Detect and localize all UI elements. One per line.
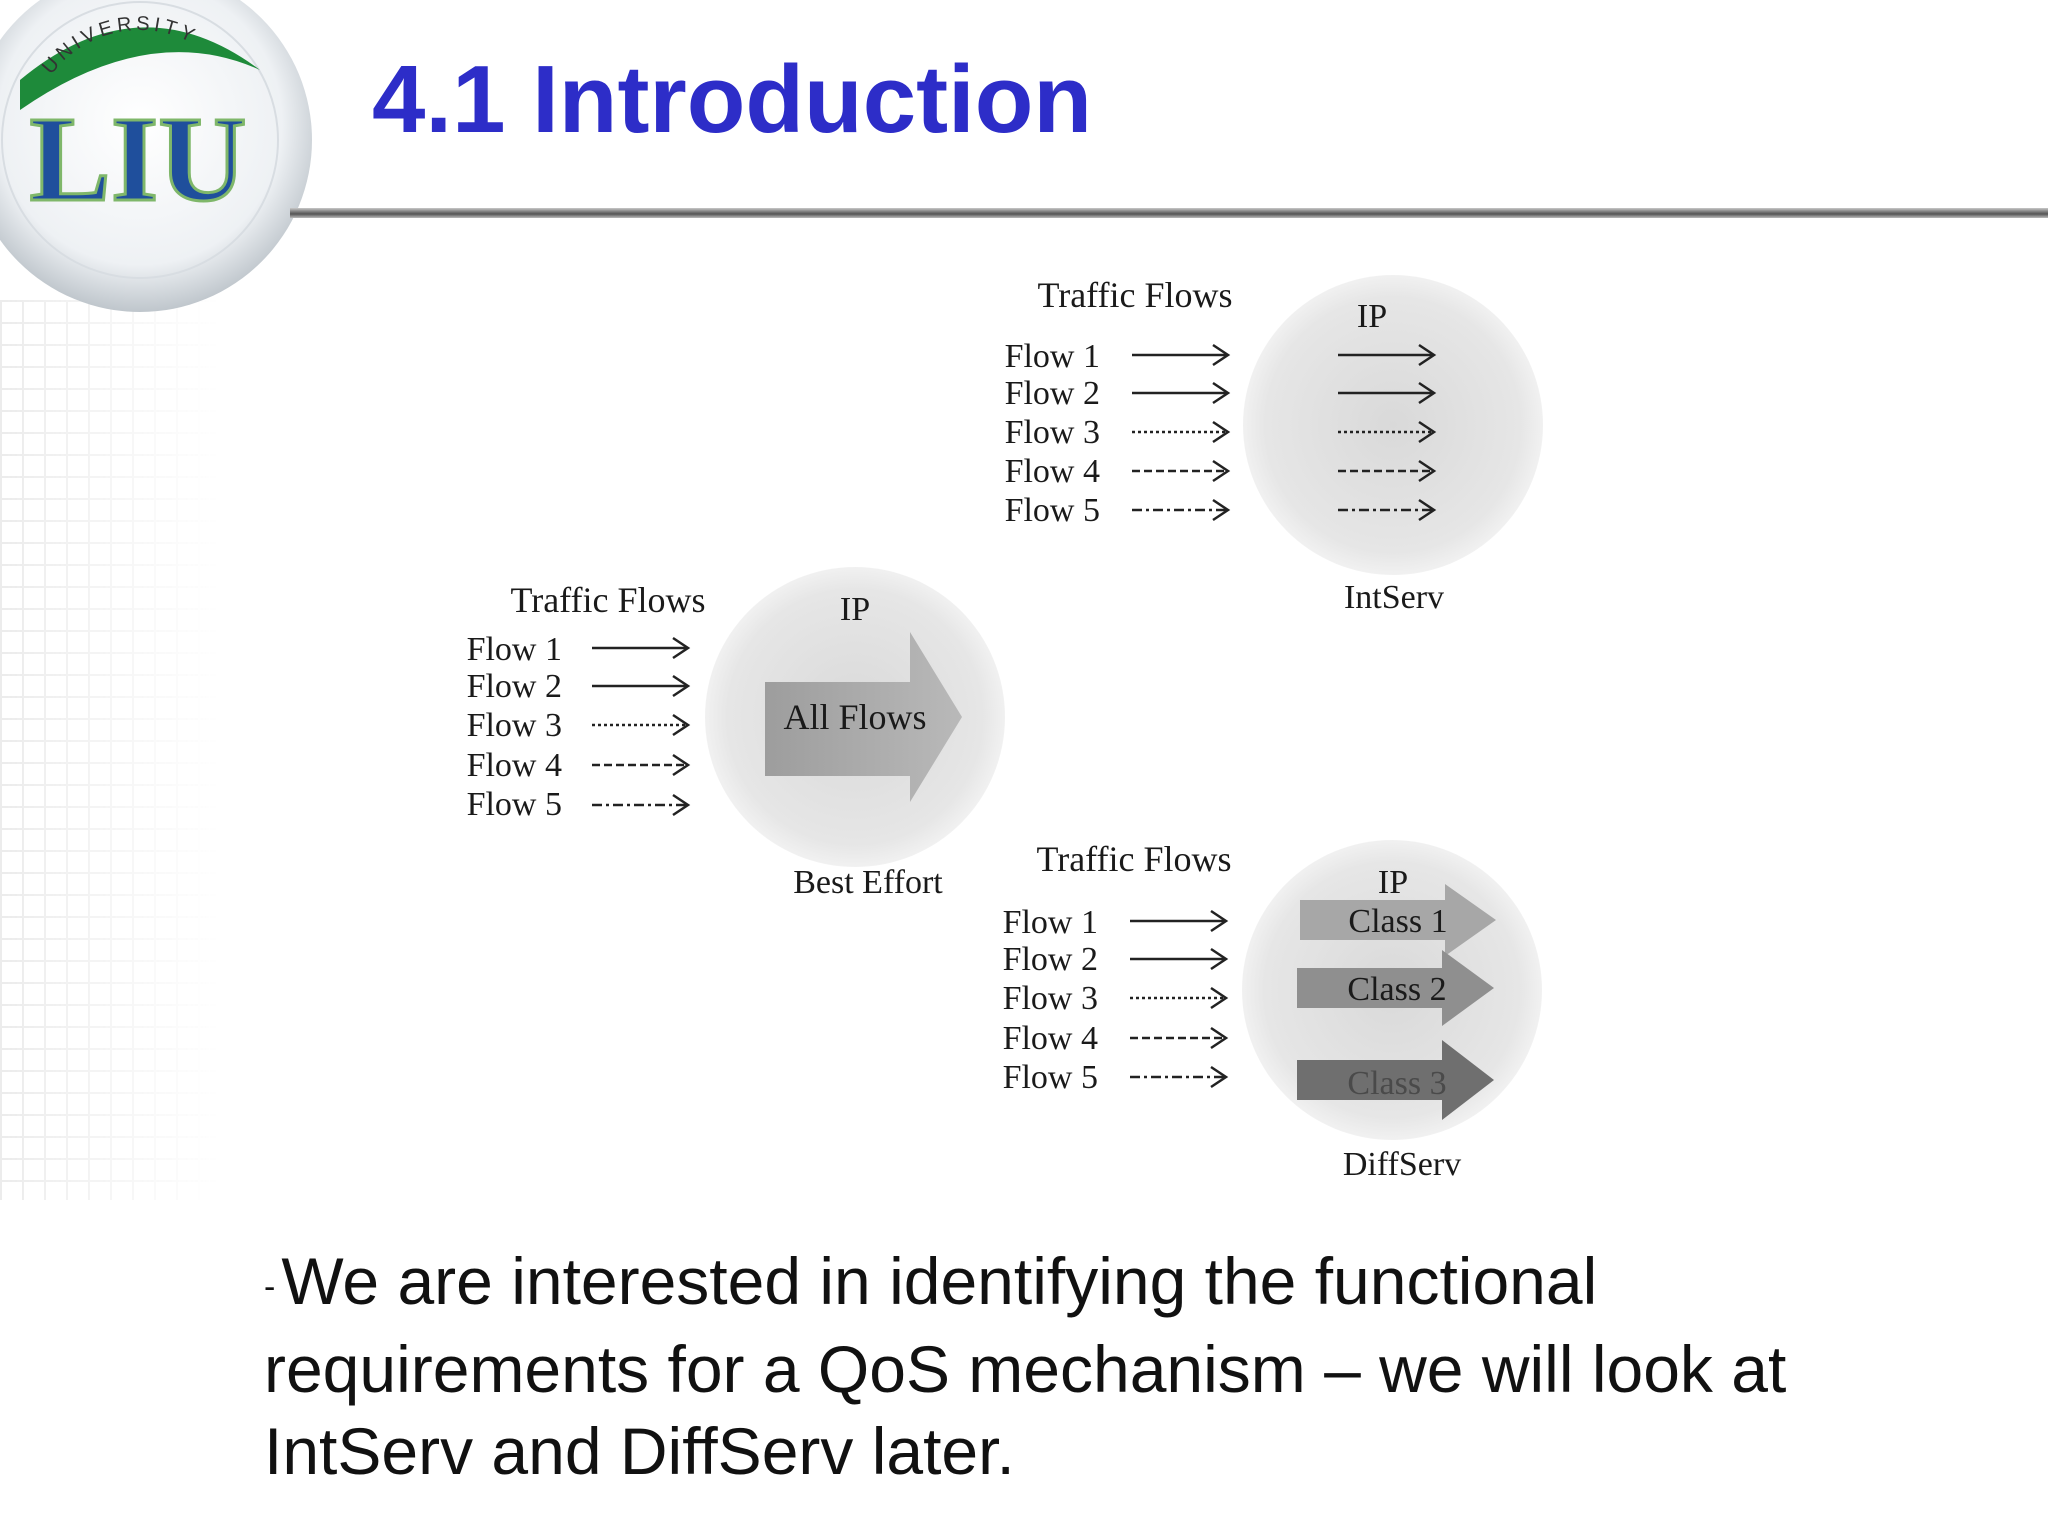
intserv-header: Traffic Flows xyxy=(1037,275,1232,315)
best-effort-header: Traffic Flows xyxy=(510,580,705,620)
body-paragraph: -We are interested in identifying the fu… xyxy=(264,1240,1824,1492)
all-flows-label: All Flows xyxy=(783,697,926,737)
class-1-arrow xyxy=(1300,884,1496,956)
best-effort-flow-3: Flow 3 xyxy=(467,707,562,744)
decorative-grid-background xyxy=(0,300,220,1200)
bullet-dash: - xyxy=(264,1267,276,1306)
intserv-flow-3: Flow 3 xyxy=(1005,414,1100,451)
best-effort-flow-2: Flow 2 xyxy=(467,668,562,705)
all-flows-arrow xyxy=(765,632,962,802)
intserv-flow-5: Flow 5 xyxy=(1005,492,1100,529)
diffserv-flow-1: Flow 1 xyxy=(1003,904,1098,941)
intserv-flow-1: Flow 1 xyxy=(1005,338,1100,375)
intserv-ip-label: IP xyxy=(1357,298,1387,335)
logo-text: LIU xyxy=(30,92,247,227)
intserv-ip-cloud xyxy=(1243,275,1543,575)
body-text: We are interested in identifying the fun… xyxy=(264,1244,1787,1488)
slide-title: 4.1 Introduction xyxy=(372,46,1092,153)
class-2-label: Class 2 xyxy=(1347,971,1446,1008)
title-divider xyxy=(290,208,2048,218)
best-effort-flow-1: Flow 1 xyxy=(467,631,562,668)
best-effort-caption: Best Effort xyxy=(793,864,943,901)
intserv-flow-2: Flow 2 xyxy=(1005,375,1100,412)
class-1-label: Class 1 xyxy=(1348,903,1447,940)
liu-logo: UNIVERSITY LIU xyxy=(0,0,312,312)
class-3-arrow xyxy=(1297,1040,1494,1120)
diffserv-flow-4: Flow 4 xyxy=(1003,1020,1098,1057)
diffserv-header: Traffic Flows xyxy=(1036,839,1231,879)
diffserv-ip-label: IP xyxy=(1378,864,1408,901)
class-2-arrow xyxy=(1297,950,1494,1026)
diffserv-caption: DiffServ xyxy=(1343,1146,1461,1183)
best-effort-panel: Traffic Flows IP All Flows Flow 1 Flow 2… xyxy=(467,567,1005,901)
best-effort-flow-5: Flow 5 xyxy=(467,786,562,823)
diffserv-flow-3: Flow 3 xyxy=(1003,980,1098,1017)
diffserv-flow-2: Flow 2 xyxy=(1003,941,1098,978)
class-3-label: Class 3 xyxy=(1347,1065,1446,1102)
intserv-flow-4: Flow 4 xyxy=(1005,453,1100,490)
diffserv-panel: Traffic Flows IP Class 1 Class 2 Class 3… xyxy=(1003,839,1542,1183)
diffserv-flow-5: Flow 5 xyxy=(1003,1059,1098,1096)
best-effort-flow-4: Flow 4 xyxy=(467,747,562,784)
best-effort-ip-label: IP xyxy=(840,591,870,628)
intserv-panel: Traffic Flows IP Flow 1 Flow 2 Flow 3 Fl… xyxy=(1005,275,1543,616)
intserv-caption: IntServ xyxy=(1344,579,1444,616)
